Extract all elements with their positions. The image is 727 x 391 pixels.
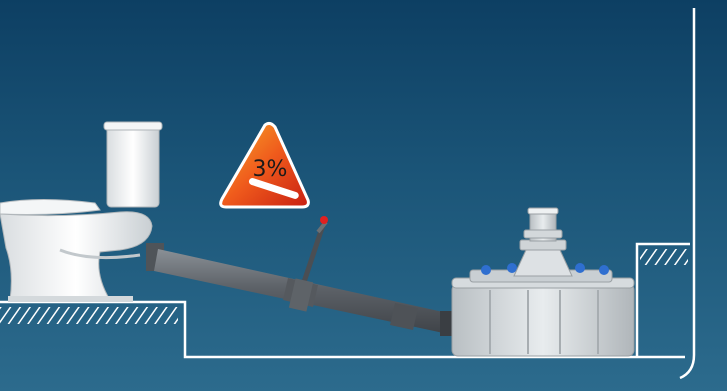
floor-hatch-left <box>0 307 178 324</box>
floor-hatch-right <box>640 249 688 265</box>
valve-handle-tip <box>320 216 328 224</box>
toilet <box>0 122 162 302</box>
macerator-pump <box>452 240 634 356</box>
slope-warning-badge: 3% <box>221 123 309 207</box>
vent-stack <box>524 208 562 241</box>
slope-label: 3% <box>253 157 288 182</box>
